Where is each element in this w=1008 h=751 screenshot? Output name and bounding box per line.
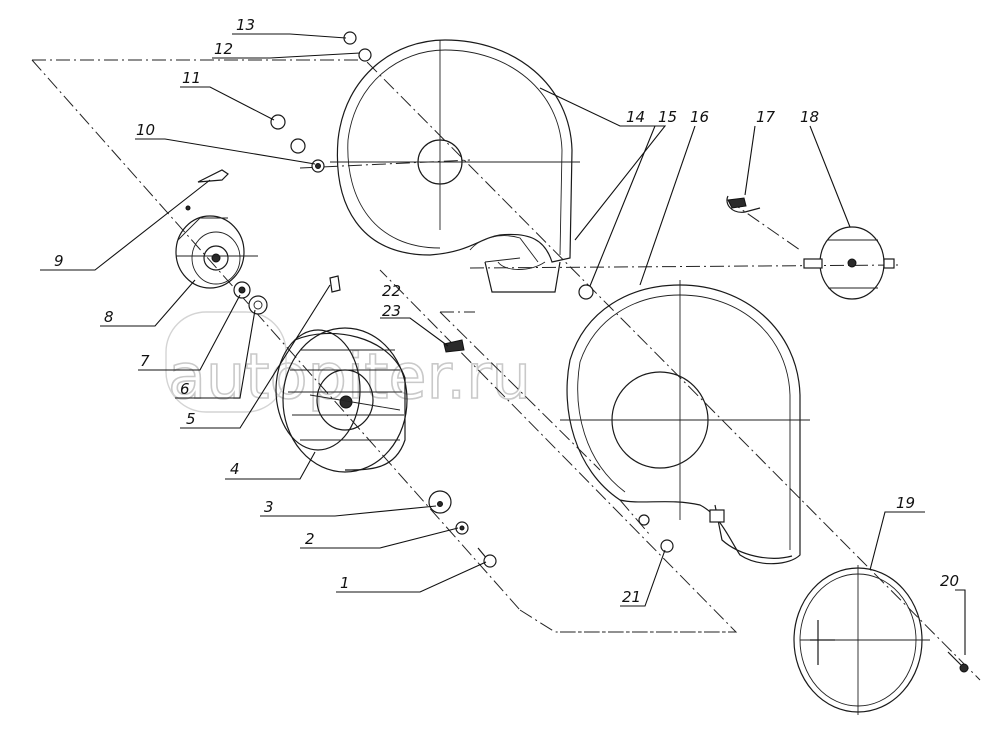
part-8-motor xyxy=(175,205,258,289)
small-hardware xyxy=(233,31,674,568)
label-11: 11 xyxy=(182,69,201,87)
label-21: 21 xyxy=(622,588,641,606)
label-18: 18 xyxy=(800,108,819,126)
label-20: 20 xyxy=(940,572,959,590)
part-21-screw-b xyxy=(660,539,674,553)
part-1-bolt xyxy=(477,547,497,568)
label-6: 6 xyxy=(180,380,190,398)
part-4-impeller xyxy=(275,327,408,473)
label-8: 8 xyxy=(104,308,114,326)
part-14-upper-housing xyxy=(330,39,580,293)
part-17-clip xyxy=(726,195,761,213)
part-12-washer xyxy=(358,48,372,62)
part-21-screw-a xyxy=(638,514,650,526)
label-7: 7 xyxy=(140,352,150,370)
label-17: 17 xyxy=(756,108,776,126)
part-22-bracket xyxy=(443,339,465,353)
part-6-nut xyxy=(248,295,268,315)
part-labels: 1 2 3 4 5 6 7 8 9 10 11 12 13 14 15 16 1… xyxy=(54,16,959,606)
part-15-nut xyxy=(578,284,594,300)
label-10: 10 xyxy=(136,121,155,139)
label-13: 13 xyxy=(236,16,255,34)
label-5: 5 xyxy=(186,410,196,428)
label-16: 16 xyxy=(690,108,709,126)
label-3: 3 xyxy=(264,498,274,516)
part-20-screw xyxy=(947,651,969,673)
label-23: 23 xyxy=(382,302,401,320)
label-4: 4 xyxy=(230,460,240,478)
label-15: 15 xyxy=(658,108,677,126)
part-16-lower-housing xyxy=(560,280,810,565)
label-1: 1 xyxy=(340,574,350,592)
label-2: 2 xyxy=(305,530,315,548)
label-14: 14 xyxy=(626,108,645,126)
part-11-nut-b xyxy=(290,138,306,154)
label-12: 12 xyxy=(214,40,233,58)
label-9: 9 xyxy=(54,252,64,270)
part-5-key xyxy=(329,275,341,293)
label-22: 22 xyxy=(382,282,401,300)
label-19: 19 xyxy=(896,494,915,512)
watermark-logo-frame xyxy=(165,311,287,413)
part-9-pin xyxy=(197,169,229,183)
leader-lines xyxy=(40,33,966,655)
part-18-round-plate xyxy=(803,226,895,300)
part-19-cover-ring xyxy=(793,565,930,715)
assembly-axes xyxy=(31,59,981,681)
part-11-nut-a xyxy=(270,114,286,130)
